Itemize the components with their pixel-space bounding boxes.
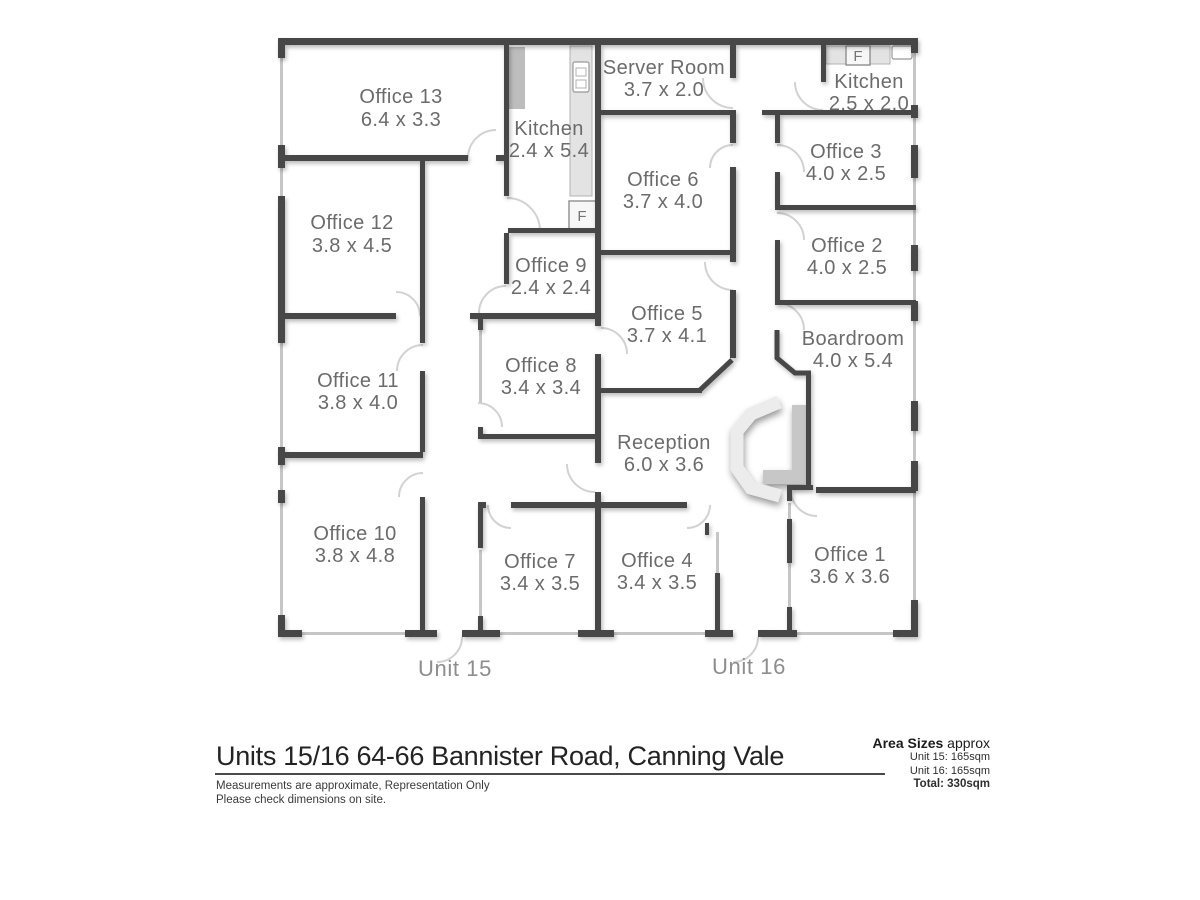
area-sizes-light: approx — [943, 735, 990, 751]
fridge-box — [845, 45, 871, 66]
room-name: Boardroom — [802, 328, 905, 350]
reception-desk — [730, 396, 806, 503]
door-office3 — [776, 144, 805, 173]
room-name: Office 11 — [317, 370, 399, 392]
door-office10 — [398, 472, 424, 498]
area-sizes-title: Area Sizes approx — [872, 735, 990, 751]
room-name: Office 13 — [359, 86, 442, 108]
door-office5 — [600, 327, 628, 355]
room-dims: 2.5 x 2.0 — [829, 93, 909, 115]
area-sizes-bold: Area Sizes — [872, 735, 944, 751]
sink-basin-icon — [575, 67, 587, 77]
door-office1 — [790, 489, 818, 517]
total-area: Total: 330sqm — [913, 778, 990, 790]
room-name: Kitchen — [834, 71, 904, 93]
desk-return-panel — [763, 405, 806, 484]
room-name: Office 2 — [811, 235, 883, 257]
door-office8 — [477, 402, 503, 428]
sink-icon — [891, 45, 913, 60]
fixtures: F F — [509, 45, 913, 231]
room-name: Office 8 — [505, 355, 577, 377]
room-dims: 4.0 x 5.4 — [813, 350, 893, 372]
disclaimer-line2: Please check dimensions on site. — [216, 793, 387, 806]
window-lines — [280, 53, 916, 635]
room-dims: 4.0 x 2.5 — [806, 163, 886, 185]
room-name: Reception — [617, 432, 711, 454]
kitchen-bench — [509, 47, 525, 109]
room-name: Office 6 — [627, 169, 699, 191]
room-dims: 3.8 x 4.8 — [315, 545, 395, 567]
room-name: Office 10 — [313, 523, 396, 545]
floorplan-svg: F F — [278, 38, 918, 681]
door-boardroom — [776, 302, 805, 331]
room-dims: 3.4 x 3.5 — [617, 572, 697, 594]
door-office9 — [478, 285, 507, 314]
door-kitchen-unit15 — [506, 197, 541, 232]
door-office12 — [395, 291, 421, 317]
door-kitchen-unit16 — [794, 81, 824, 111]
door-server-room — [702, 77, 734, 109]
room-name: Office 5 — [631, 303, 703, 325]
divider — [215, 773, 885, 775]
room-name: Office 1 — [814, 544, 886, 566]
entry-door-unit16 — [732, 636, 759, 663]
disclaimer-line1: Measurements are approximate, Representa… — [216, 780, 490, 792]
room-dims: 3.7 x 4.1 — [627, 325, 707, 347]
room-name: Office 12 — [310, 212, 393, 234]
disclaimer: Measurements are approximate, Representa… — [216, 780, 490, 807]
room-dims: 2.4 x 5.4 — [509, 140, 589, 162]
unit16-label: Unit 16 — [712, 654, 786, 679]
unit15-area: Unit 15: 165sqm — [909, 751, 990, 763]
room-name: Kitchen — [514, 118, 584, 140]
door-reception-corridor — [566, 463, 596, 493]
desk-counter — [730, 396, 782, 503]
door-office13 — [467, 129, 497, 159]
room-dims: 3.4 x 3.5 — [500, 573, 580, 595]
door-office11 — [396, 344, 424, 372]
unit16-area: Unit 16: 165sqm — [909, 764, 990, 777]
door-office4 — [686, 504, 711, 529]
room-dims: 3.7 x 2.0 — [624, 79, 704, 101]
walls — [278, 38, 918, 637]
door-office2 — [776, 212, 805, 241]
room-dims: 3.6 x 3.6 — [810, 566, 890, 588]
door-arcs — [395, 77, 824, 663]
room-name: Office 9 — [515, 255, 587, 277]
door-office6 — [709, 144, 734, 169]
room-name: Server Room — [603, 57, 725, 79]
area-sizes-block: Area Sizes approx Unit 15: 165sqm Unit 1… — [872, 735, 990, 792]
room-dims: 2.4 x 2.4 — [511, 277, 591, 299]
room-name: Office 3 — [810, 141, 882, 163]
fridge-label: F — [853, 48, 862, 65]
fridge-label: F — [577, 208, 586, 225]
room-name: Office 7 — [504, 551, 576, 573]
sink-basin-icon — [575, 79, 587, 89]
room-dims: 4.0 x 2.5 — [807, 257, 887, 279]
door-office7 — [487, 504, 512, 529]
page-title: Units 15/16 64-66 Bannister Road, Cannin… — [216, 741, 785, 771]
room-labels: Office 13 6.4 x 3.3 Kitchen 2.4 x 5.4 Se… — [310, 57, 909, 681]
room-dims: 6.4 x 3.3 — [361, 109, 441, 131]
room-dims: 3.4 x 3.4 — [501, 377, 581, 399]
sink-icon — [572, 61, 590, 93]
room-dims: 3.8 x 4.5 — [312, 235, 392, 257]
room-name: Office 4 — [621, 550, 693, 572]
room-dims: 6.0 x 3.6 — [624, 454, 704, 476]
door-east-corridor — [704, 261, 734, 291]
room-dims: 3.7 x 4.0 — [623, 191, 703, 213]
entry-door-unit15 — [436, 636, 463, 663]
unit15-label: Unit 15 — [418, 656, 492, 681]
room-dims: 3.8 x 4.0 — [318, 392, 398, 414]
